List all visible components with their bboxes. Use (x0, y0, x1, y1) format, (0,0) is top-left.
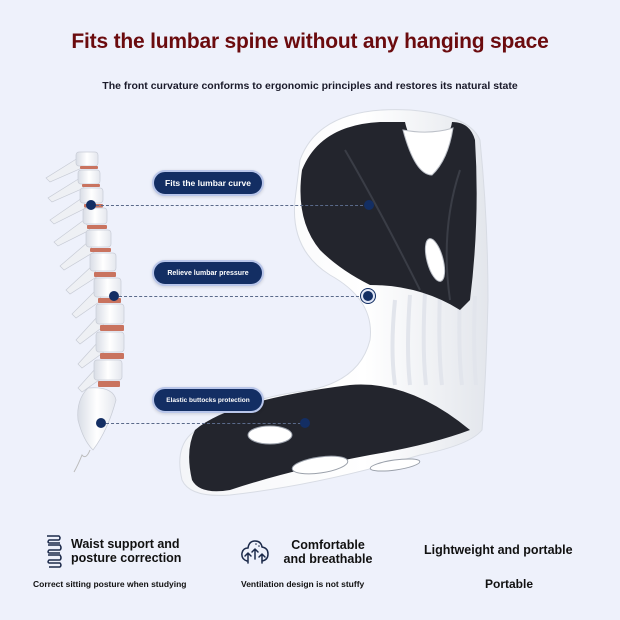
feature-breathable-subtitle: Ventilation design is not stuffy (241, 579, 365, 589)
marker-dot-lumbar (361, 289, 375, 303)
feature-title-line: Comfortable (291, 538, 365, 552)
marker-dot-lower-spine (96, 418, 106, 428)
marker-dot-upper-spine (86, 200, 96, 210)
page-title: Fits the lumbar spine without any hangin… (71, 30, 549, 53)
spine-illustration (45, 151, 125, 473)
marker-dot-mid-spine (109, 291, 119, 301)
callout-elastic-buttocks-protection: Elastic buttocks protection (152, 387, 264, 413)
product-illustration: Fits the lumbar curve Relieve lumbar pre… (45, 109, 489, 496)
feature-title-line: posture correction (71, 551, 182, 565)
marker-dot-seat (300, 418, 310, 428)
feature-title-line: and breathable (283, 552, 373, 566)
page-subtitle: The front curvature conforms to ergonomi… (102, 80, 518, 92)
dashed-leader-line-2 (119, 296, 364, 297)
feature-strip: Waist support and posture correction Cor… (0, 530, 620, 620)
feature-waist-support-subtitle: Correct sitting posture when studying (33, 579, 187, 589)
feature-title-line: Waist support and (71, 537, 180, 551)
feature-portable-subtitle: Portable (485, 577, 534, 591)
callout-fits-lumbar-curve: Fits the lumbar curve (152, 170, 264, 196)
marker-dot-backrest (364, 200, 374, 210)
chair-cushion-illustration (179, 109, 489, 496)
feature-breathable-title: Comfortable and breathable (280, 538, 376, 566)
dashed-leader-line-1 (96, 205, 368, 206)
callout-relieve-lumbar-pressure: Relieve lumbar pressure (152, 260, 264, 286)
spine-icon (47, 535, 62, 568)
trees-ventilation-icon (241, 540, 269, 564)
feature-waist-support-title: Waist support and posture correction (71, 537, 181, 565)
dashed-leader-line-3 (106, 423, 306, 424)
feature-lightweight-title: Lightweight and portable (424, 543, 573, 557)
